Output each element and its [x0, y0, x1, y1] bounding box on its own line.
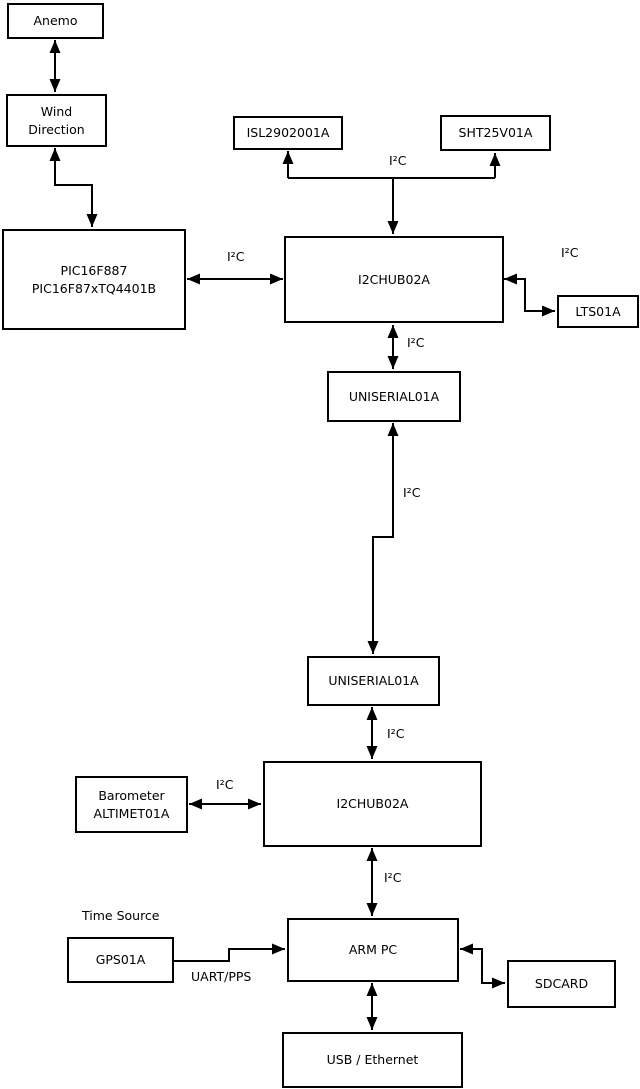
edge-label-i2c-hub1-uniserial1: I²C — [407, 335, 425, 350]
node-i2c-hub-1: I2CHUB02A — [284, 236, 504, 323]
edge-label-i2c-uniserial2-hub2: I²C — [387, 726, 405, 741]
annotation-time-source: Time Source — [82, 908, 160, 923]
node-barometer: Barometer ALTIMET01A — [75, 776, 188, 833]
connector-armpc-sdcard — [460, 943, 505, 989]
node-lts-temperature-sensor: LTS01A — [557, 295, 639, 328]
edge-label-i2c-barometer-hub2: I²C — [216, 777, 234, 792]
node-pic-microcontroller: PIC16F887 PIC16F87xTQ4401B — [2, 229, 186, 330]
node-isl-light-sensor: ISL2902001A — [233, 116, 343, 150]
edge-label-uart-pps: UART/PPS — [191, 969, 252, 984]
edge-label-i2c-hub2-armpc: I²C — [384, 870, 402, 885]
connector-hub1-lts — [504, 273, 555, 317]
node-usb-ethernet: USB / Ethernet — [282, 1032, 463, 1088]
node-uniserial-2: UNISERIAL01A — [307, 656, 440, 706]
node-uniserial-1: UNISERIAL01A — [327, 371, 461, 422]
node-i2c-hub-2: I2CHUB02A — [263, 761, 482, 847]
connector-wind-pic — [49, 148, 98, 227]
node-arm-pc: ARM PC — [287, 918, 459, 982]
edge-label-i2c-hub1-lts: I²C — [561, 245, 579, 260]
connector-gps-armpc — [174, 943, 285, 962]
edge-label-i2c-sensors-branch: I²C — [389, 153, 407, 168]
node-anemo: Anemo — [7, 3, 104, 39]
edge-label-i2c-pic-hub1: I²C — [227, 249, 245, 264]
node-sdcard: SDCARD — [507, 960, 616, 1008]
node-gps: GPS01A — [67, 937, 174, 983]
edge-label-i2c-uniserial1-uniserial2: I²C — [403, 485, 421, 500]
node-sht-humidity-sensor: SHT25V01A — [440, 115, 551, 151]
node-wind-direction: Wind Direction — [6, 94, 107, 147]
connector-uniserial1-uniserial2 — [367, 423, 399, 654]
